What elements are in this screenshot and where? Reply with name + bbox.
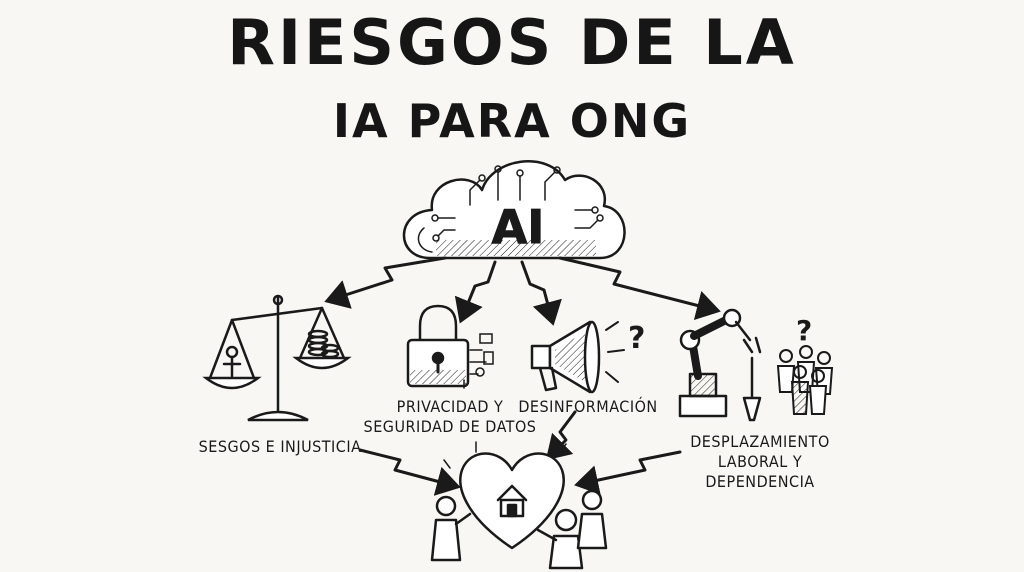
arrow-to-privacy [454, 260, 497, 324]
arrow-to-bias [324, 256, 447, 309]
cloud-ai-text: AI [492, 200, 545, 254]
arrow-to-misinfo [520, 260, 562, 326]
cloud-circuit-icon [402, 160, 626, 260]
arrow-to-jobs [558, 256, 721, 321]
balance-scale-icon [202, 294, 352, 422]
megaphone-icon [530, 320, 625, 394]
question-mark-jobs: ? [796, 314, 812, 347]
arrow-jobs-to-heart [574, 450, 682, 495]
workers-group-icon [776, 345, 834, 415]
arrow-misinfo-to-heart [545, 410, 577, 461]
padlock-icon [406, 304, 494, 389]
risk-label-privacy-line2: SEGURIDAD DE DATOS [363, 417, 537, 436]
title-line-2: IA PARA ONG [332, 94, 692, 148]
risk-label-privacy: PRIVACIDAD Y SEGURIDAD DE DATOS [355, 397, 545, 437]
arrow-bias-to-heart [358, 448, 461, 496]
risk-label-misinfo: DESINFORMACIÓN [518, 397, 658, 416]
risk-label-jobs: DESPLAZAMIENTO LABORAL Y DEPENDENCIA [680, 432, 840, 492]
question-mark-misinfo: ? [628, 321, 645, 356]
risk-label-bias: SESGOS E INJUSTICIA [198, 437, 362, 456]
risk-label-jobs-line2: LABORAL Y [717, 452, 803, 471]
risk-label-privacy-line1: PRIVACIDAD Y [396, 397, 504, 416]
risk-label-jobs-line1: DESPLAZAMIENTO [690, 432, 830, 451]
heart-house-icon [430, 441, 608, 570]
risk-label-jobs-line3: DEPENDENCIA [705, 472, 815, 491]
title-line-1: RIESGOS DE LA [227, 6, 797, 79]
robot-arm-icon [678, 308, 762, 422]
